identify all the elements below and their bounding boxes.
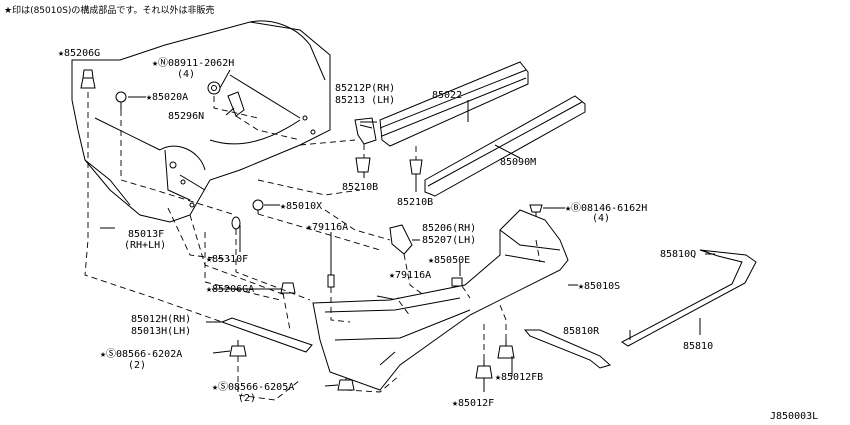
nut-08911 [207, 81, 221, 95]
clip-85206G [80, 69, 96, 89]
label-85310F: ★85310F [206, 254, 248, 265]
car-rear-body [71, 20, 331, 223]
label-08566-6205A: ★Ⓢ08566-6205A [212, 381, 294, 393]
part-labels: ★85206G ★Ⓝ08911-2062H (4) ★85020A 85296N… [58, 48, 713, 409]
clip-85012FB [497, 340, 515, 359]
label-85296N: 85296N [168, 111, 204, 122]
label-85012H: 85012H(RH) [131, 314, 191, 325]
label-08566-6202A-qty: (2) [128, 360, 146, 371]
bolt-85020A [115, 91, 127, 110]
label-08911: ★Ⓝ08911-2062H [152, 57, 234, 69]
clip-85210B-1 [355, 157, 371, 173]
washer-85310F [231, 216, 241, 230]
label-85206RH: 85206(RH) [422, 223, 476, 234]
label-79116A-1: ★79116A [306, 222, 348, 233]
molding-85810R [523, 329, 611, 369]
label-85206GA: ★85206GA [206, 284, 254, 295]
label-08146: ★Ⓑ08146-6162H [565, 202, 647, 214]
clip-85050E [451, 277, 463, 287]
label-85013F-side: (RH+LH) [124, 240, 166, 251]
label-85022: 85022 [432, 90, 462, 101]
label-85206G: ★85206G [58, 48, 100, 59]
label-79116A-2: ★79116A [389, 270, 431, 281]
leader-lines [100, 69, 715, 392]
label-85050E: ★85050E [428, 255, 470, 266]
diagram-code: J850003L [770, 411, 818, 422]
label-85012F: ★85012F [452, 398, 494, 409]
bracket-85212P [354, 117, 377, 145]
bracket-85296N [227, 91, 245, 117]
screw-08566-6202A [229, 340, 247, 357]
label-85207LH: 85207(LH) [422, 235, 476, 246]
bumper-fascia-85010S [312, 209, 569, 391]
label-08146-qty: (4) [592, 213, 610, 224]
assembly-lines [84, 92, 541, 401]
label-85210B-1: 85210B [342, 182, 378, 193]
absorber-85090M [424, 95, 586, 197]
label-85013F: 85013F [128, 229, 164, 240]
label-85210B-2: 85210B [397, 197, 433, 208]
label-85013H: 85013H(LH) [131, 326, 191, 337]
clip-85012F [475, 360, 493, 379]
label-85810: 85810 [683, 341, 713, 352]
label-08566-6202A: ★Ⓢ08566-6202A [100, 348, 182, 360]
bolt-85010X [252, 199, 264, 214]
label-85010S: ★85010S [578, 281, 620, 292]
bracket-85206 [389, 224, 413, 255]
label-85020A: ★85020A [146, 92, 188, 103]
label-08566-6205A-qty: (2) [238, 393, 256, 404]
reinforcement-85022 [379, 61, 529, 147]
molding-85810Q [621, 249, 757, 347]
stud-79116A [327, 255, 335, 288]
header-note: ★印は(85010S)の構成部品です。それ以外は非販売 [4, 4, 215, 16]
label-85090M: 85090M [500, 157, 536, 168]
label-85810R: 85810R [563, 326, 600, 337]
clip-85210B-2 [409, 159, 423, 175]
clip-85206GA [280, 282, 296, 294]
label-85212P: 85212P(RH) [335, 83, 395, 94]
label-08911-qty: (4) [177, 69, 195, 80]
label-85010X: ★85010X [280, 201, 322, 212]
label-85012FB: ★85012FB [495, 372, 543, 383]
strip-85012H [220, 317, 313, 353]
label-85213: 85213 (LH) [335, 95, 395, 106]
label-85810Q: 85810Q [660, 249, 696, 260]
